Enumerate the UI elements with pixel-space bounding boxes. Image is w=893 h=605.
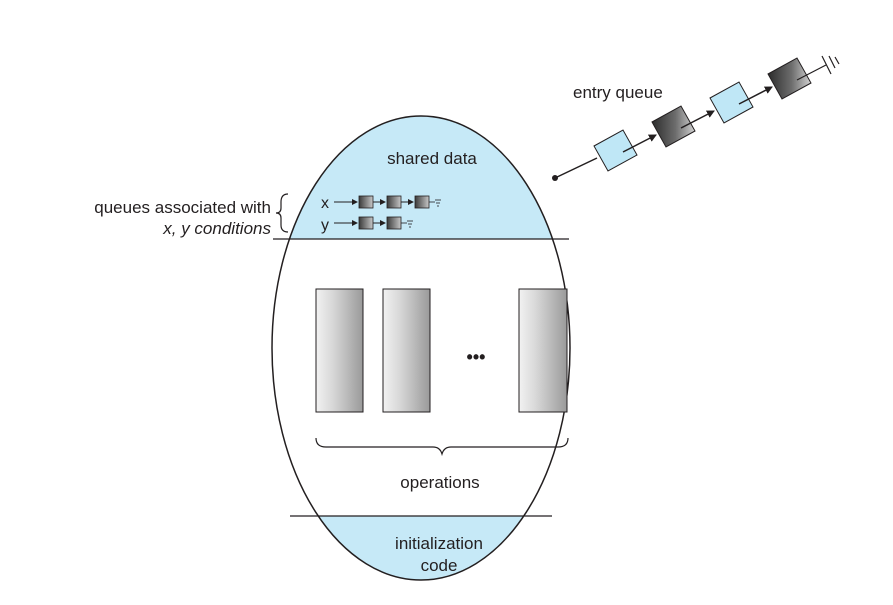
x-queue-end-ground-icon: [429, 199, 441, 207]
initialization-label-line2: code: [421, 556, 458, 575]
x-queue-node: [414, 195, 430, 209]
shared-data-label: shared data: [387, 149, 477, 168]
x-queue-label: x: [321, 195, 329, 212]
entry-queue-label: entry queue: [573, 83, 663, 102]
x-queue-node: [358, 195, 374, 209]
queues-brace: [275, 193, 289, 233]
y-queue-node: [358, 216, 374, 230]
operations-label: operations: [400, 473, 479, 492]
entry-queue-node: [709, 81, 754, 124]
y-queue-label: y: [321, 217, 329, 234]
operation-box: [315, 288, 364, 413]
operations-group: ••• operations: [315, 288, 569, 492]
operation-box: [382, 288, 431, 413]
y-queue-end-ground-icon: [401, 220, 413, 228]
entry-queue: entry queue: [552, 55, 840, 181]
entry-queue-end-ground-icon: [796, 55, 840, 81]
shared-data-region: [272, 116, 570, 239]
operations-ellipsis: •••: [467, 347, 486, 367]
entry-queue-node: [651, 105, 696, 148]
entry-queue-node: [767, 57, 812, 100]
queues-label-line1: queues associated with: [94, 198, 271, 217]
queues-label-line2: x, y conditions: [162, 219, 271, 238]
y-condition-queue: y: [321, 216, 413, 234]
entry-queue-node: [593, 129, 638, 172]
operation-box: [518, 288, 568, 413]
initialization-label-line1: initialization: [395, 534, 483, 553]
monitor-outline: [271, 115, 571, 581]
x-condition-queue: x: [321, 195, 441, 212]
y-queue-node: [386, 216, 402, 230]
x-queue-node: [386, 195, 402, 209]
operations-brace: [315, 437, 569, 457]
